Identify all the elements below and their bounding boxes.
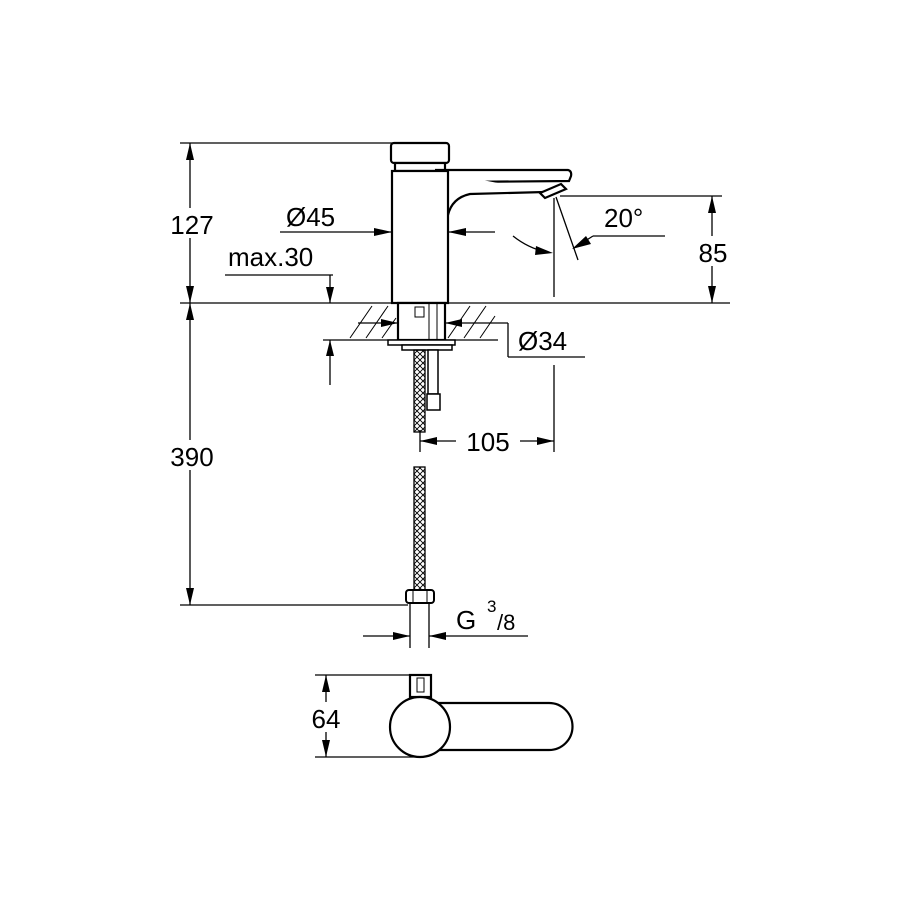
label-thread-numerator: 3 bbox=[487, 597, 496, 616]
supply-hoses bbox=[405, 349, 441, 604]
label-height-127: 127 bbox=[170, 210, 213, 240]
label-angle-20: 20° bbox=[604, 203, 643, 233]
dimension-max30: max.30 bbox=[225, 242, 345, 385]
dimension-64: 64 bbox=[304, 675, 348, 757]
dimension-85: 85 bbox=[694, 196, 734, 303]
faucet-top-view bbox=[388, 673, 574, 759]
dimension-127: 127 bbox=[163, 143, 221, 303]
label-thread-g: G bbox=[456, 605, 476, 635]
label-projection-105: 105 bbox=[466, 427, 509, 457]
dimension-thread: G 3 /8 bbox=[363, 597, 528, 640]
dimension-390: 390 bbox=[163, 303, 221, 605]
label-thread-denominator: /8 bbox=[497, 610, 515, 635]
label-max-30: max.30 bbox=[228, 242, 313, 272]
label-hose-390: 390 bbox=[170, 442, 213, 472]
extension-lines bbox=[180, 142, 730, 758]
dimension-angle-20: 20° bbox=[512, 196, 665, 261]
dimension-d45: Ø45 bbox=[280, 202, 495, 236]
label-diameter-45: Ø45 bbox=[286, 202, 335, 232]
countertop-section bbox=[345, 301, 498, 351]
label-width-64: 64 bbox=[312, 704, 341, 734]
aerator bbox=[538, 182, 568, 200]
dimension-105: 105 bbox=[420, 427, 554, 457]
faucet-side-view bbox=[389, 141, 573, 305]
label-diameter-34: Ø34 bbox=[518, 326, 567, 356]
dimension-d34: Ø34 bbox=[358, 319, 585, 358]
label-height-85: 85 bbox=[699, 238, 728, 268]
